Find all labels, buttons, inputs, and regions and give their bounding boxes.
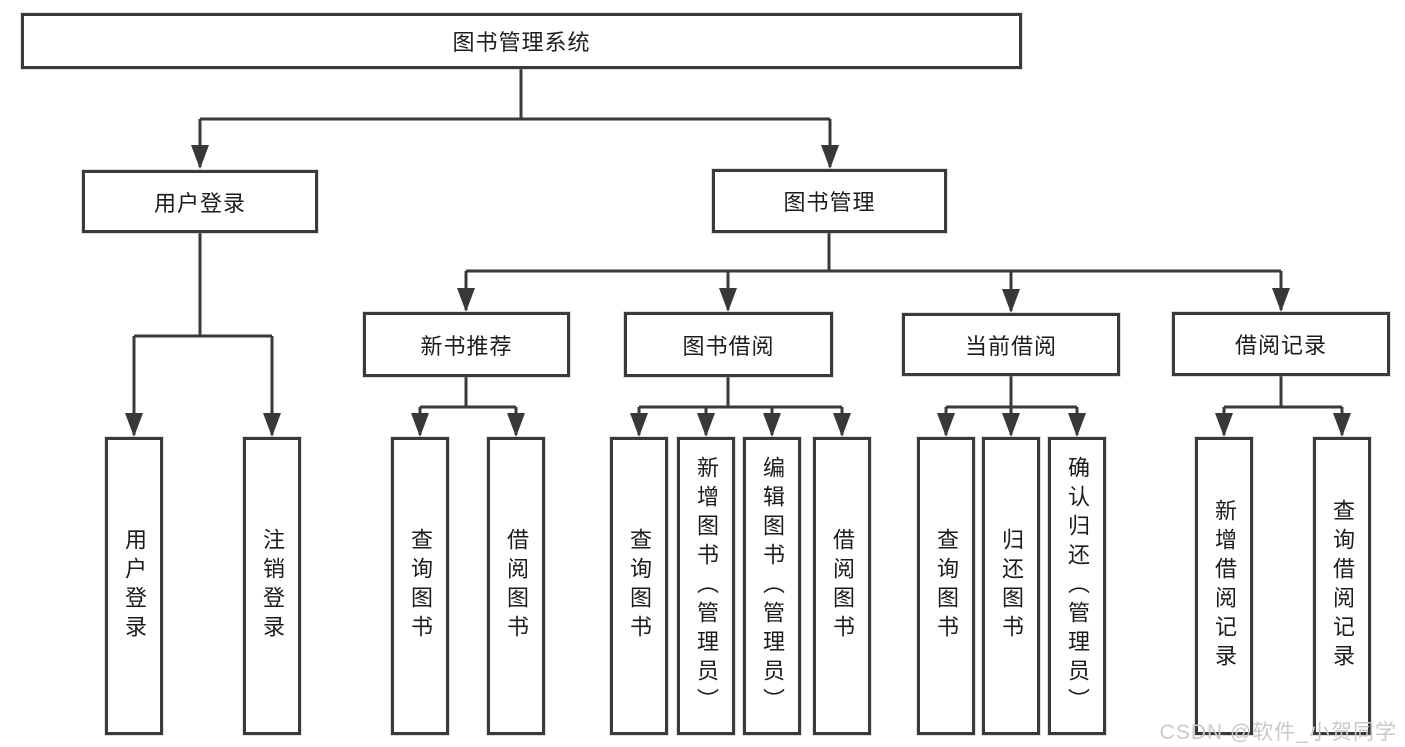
- leaf-borrow-books: 借阅图书: [813, 437, 871, 735]
- leaf-label: 新增图书（管理员）: [694, 455, 719, 717]
- node-label: 借阅记录: [1234, 333, 1327, 358]
- node-current-borrowing: 当前借阅: [902, 313, 1120, 376]
- leaf-label: 用户登录: [122, 528, 147, 644]
- leaf-label: 编辑图书（管理员）: [760, 455, 785, 717]
- leaf-add-borrow-record: 新增借阅记录: [1195, 437, 1253, 735]
- leaf-label: 确认归还（管理员）: [1065, 455, 1090, 717]
- leaf-query-borrow-record: 查询借阅记录: [1313, 437, 1371, 735]
- leaf-label: 查询图书: [627, 528, 652, 644]
- leaf-confirm-return-admin: 确认归还（管理员）: [1048, 437, 1106, 735]
- leaf-user-login: 用户登录: [105, 437, 163, 735]
- leaf-borrow-books: 借阅图书: [487, 437, 545, 735]
- leaf-label: 查询图书: [934, 528, 959, 644]
- node-book-management: 图书管理: [712, 169, 947, 233]
- leaf-label: 借阅图书: [830, 528, 855, 644]
- leaf-edit-book-admin: 编辑图书（管理员）: [743, 437, 801, 735]
- csdn-watermark: CSDN @软件_小贺同学: [1159, 721, 1397, 744]
- node-label: 用户登录: [153, 190, 246, 216]
- node-label: 图书管理: [783, 190, 876, 215]
- node-borrowing-records: 借阅记录: [1172, 312, 1390, 376]
- node-user-login: 用户登录: [82, 170, 318, 233]
- leaf-label: 借阅图书: [504, 528, 529, 644]
- leaf-query-books: 查询图书: [917, 437, 975, 735]
- node-library-management-system: 图书管理系统: [21, 13, 1022, 69]
- leaf-label: 新增借阅记录: [1212, 499, 1237, 673]
- leaf-logout: 注销登录: [243, 437, 301, 735]
- node-book-borrowing: 图书借阅: [624, 312, 833, 377]
- node-label: 新书推荐: [420, 333, 513, 359]
- leaf-query-books: 查询图书: [391, 437, 449, 735]
- leaf-label: 查询借阅记录: [1330, 499, 1355, 673]
- leaf-query-books: 查询图书: [610, 437, 668, 735]
- node-label: 当前借阅: [964, 333, 1057, 359]
- leaf-label: 查询图书: [408, 528, 433, 644]
- node-label: 图书借阅: [682, 333, 775, 359]
- leaf-label: 注销登录: [260, 528, 285, 644]
- leaf-return-books: 归还图书: [982, 437, 1040, 735]
- leaf-add-book-admin: 新增图书（管理员）: [677, 437, 735, 735]
- node-label: 图书管理系统: [452, 30, 591, 55]
- node-new-book-recommendation: 新书推荐: [363, 312, 570, 377]
- leaf-label: 归还图书: [999, 528, 1024, 644]
